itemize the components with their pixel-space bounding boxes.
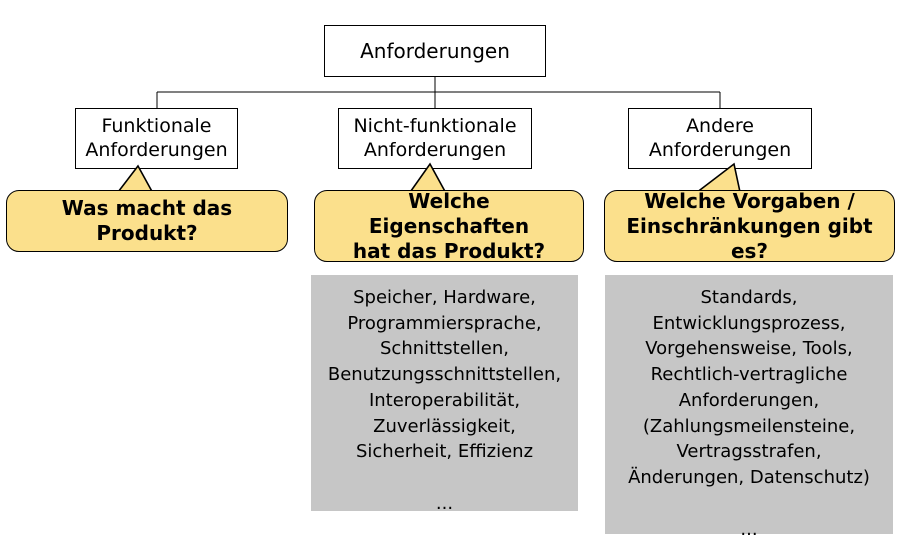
node-nonfunctional-label: Nicht-funktionale Anforderungen [353, 115, 517, 161]
callout-nicht-funktionale-anforderungen: Welche Eigenschaften hat das Produkt? [305, 160, 595, 275]
callout-other-bubble: Welche Vorgaben / Einschränkungen gibt e… [604, 188, 895, 263]
callout-functional-bubble: Was macht das Produkt? [6, 190, 288, 252]
details-panel-other-text: Standards, Entwicklungsprozess, Vorgehen… [628, 287, 870, 540]
node-andere-anforderungen: Andere Anforderungen [628, 108, 812, 169]
callout-funktionale-anforderungen: Was macht das Produkt? [0, 160, 300, 270]
callout-andere-anforderungen: Welche Vorgaben / Einschränkungen gibt e… [598, 160, 898, 275]
node-nicht-funktionale-anforderungen: Nicht-funktionale Anforderungen [338, 108, 532, 169]
callout-nonfunctional-text: Welche Eigenschaften hat das Produkt? [352, 188, 546, 263]
callout-nonfunctional-bubble: Welche Eigenschaften hat das Produkt? [314, 188, 584, 263]
node-functional-label: Funktionale Anforderungen [85, 115, 228, 161]
details-panel-nicht-funktionale: Speicher, Hardware, Programmiersprache, … [311, 275, 578, 514]
callout-other-text: Welche Vorgaben / Einschränkungen gibt e… [626, 188, 873, 263]
node-anforderungen-root: Anforderungen [324, 25, 546, 77]
details-panel-andere: Standards, Entwicklungsprozess, Vorgehen… [605, 275, 893, 540]
callout-functional-text: Was macht das Produkt? [61, 196, 233, 245]
details-panel-nonfunctional-text: Speicher, Hardware, Programmiersprache, … [327, 287, 562, 514]
node-funktionale-anforderungen: Funktionale Anforderungen [75, 108, 238, 169]
node-other-label: Andere Anforderungen [648, 115, 792, 161]
node-root-label: Anforderungen [360, 38, 510, 63]
